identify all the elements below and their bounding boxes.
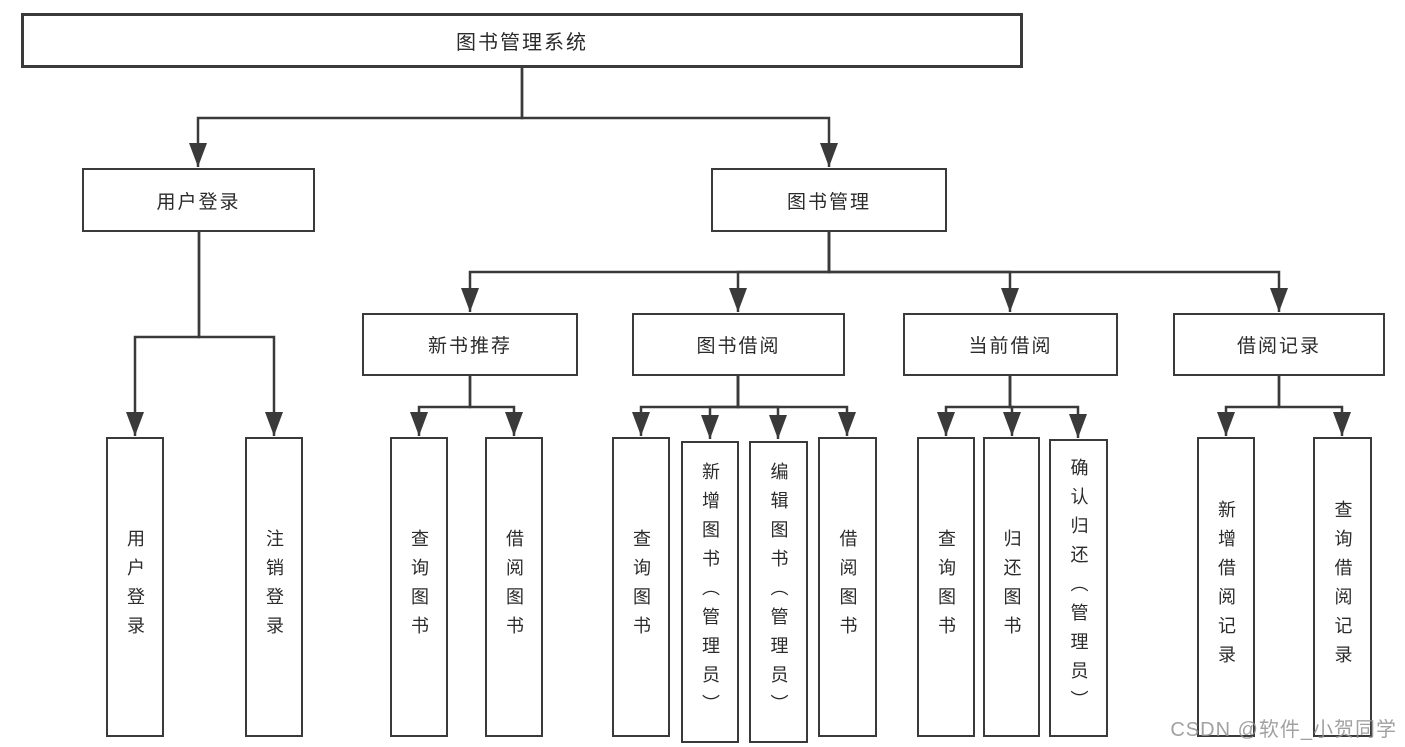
leaf-query-borrow-record: 查询借阅记录 <box>1313 437 1372 737</box>
node-label: 查询图书 <box>409 529 429 645</box>
node-label: 用户登录 <box>125 529 145 645</box>
connector-recommend-to-borrow <box>468 376 523 436</box>
leaf-add-borrow-record: 新增借阅记录 <box>1197 437 1255 737</box>
leaf-add-book-admin: 新增图书（管理员） <box>681 441 739 743</box>
leaf-borrow-books-borrow: 借阅图书 <box>818 437 877 737</box>
connector-root-to-user-login <box>189 68 524 167</box>
node-label: 借阅记录 <box>1236 336 1321 357</box>
node-current-borrowing: 当前借阅 <box>903 313 1118 376</box>
node-book-borrowing: 图书借阅 <box>632 313 845 376</box>
node-label: 新增图书（管理员） <box>700 461 720 723</box>
node-label: 借阅图书 <box>837 529 858 645</box>
node-label: 归还图书 <box>1001 529 1022 645</box>
node-label: 当前借阅 <box>968 336 1053 357</box>
leaf-return-book: 归还图书 <box>983 437 1040 737</box>
node-label: 查询图书 <box>631 529 651 645</box>
leaf-query-books-recommend: 查询图书 <box>390 437 448 737</box>
node-label: 借阅图书 <box>504 529 524 645</box>
node-label: 查询借阅记录 <box>1332 500 1353 674</box>
connector-current-to-confirm <box>1008 376 1087 438</box>
node-new-book-recommend: 新书推荐 <box>362 313 578 376</box>
connector-borrow-to-borrow <box>736 376 856 436</box>
node-label: 新增借阅记录 <box>1216 500 1236 674</box>
node-label: 图书借阅 <box>696 336 781 357</box>
leaf-edit-book-admin: 编辑图书（管理员） <box>749 441 808 743</box>
connector-root-to-book-mgmt <box>520 68 838 167</box>
node-label: 注销登录 <box>264 529 284 645</box>
node-borrowing-records: 借阅记录 <box>1173 313 1385 376</box>
leaf-user-login: 用户登录 <box>106 437 164 737</box>
leaf-query-books-current: 查询图书 <box>917 437 975 737</box>
leaf-query-books-borrow: 查询图书 <box>612 437 670 737</box>
connector-login-to-leaf-logout <box>197 232 283 436</box>
node-label: 图书管理 <box>786 191 871 213</box>
node-label: 用户登录 <box>156 191 241 213</box>
connector-mgmt-to-records <box>827 232 1288 312</box>
node-user-login: 用户登录 <box>82 168 315 232</box>
node-label: 编辑图书（管理员） <box>768 461 789 723</box>
node-library-management-system: 图书管理系统 <box>21 13 1023 68</box>
connector-recommend-to-query <box>410 376 472 436</box>
leaf-confirm-return-admin: 确认归还（管理员） <box>1049 439 1108 737</box>
node-label: 确认归还（管理员） <box>1068 457 1089 719</box>
connector-records-to-query <box>1277 376 1351 436</box>
connector-records-to-add <box>1217 376 1281 436</box>
connector-mgmt-to-borrow <box>729 232 831 312</box>
node-book-management: 图书管理 <box>711 168 947 232</box>
node-label: 查询图书 <box>936 529 956 645</box>
connector-login-to-leaf-login <box>126 232 201 436</box>
node-label: 图书管理系统 <box>456 32 588 54</box>
watermark: CSDN @软件_小贺同学 <box>1170 719 1397 741</box>
leaf-logout: 注销登录 <box>245 437 303 737</box>
leaf-borrow-books-recommend: 借阅图书 <box>485 437 543 737</box>
connector-borrow-to-add <box>701 376 740 439</box>
connector-current-to-query <box>937 376 1012 436</box>
node-label: 新书推荐 <box>427 336 512 357</box>
